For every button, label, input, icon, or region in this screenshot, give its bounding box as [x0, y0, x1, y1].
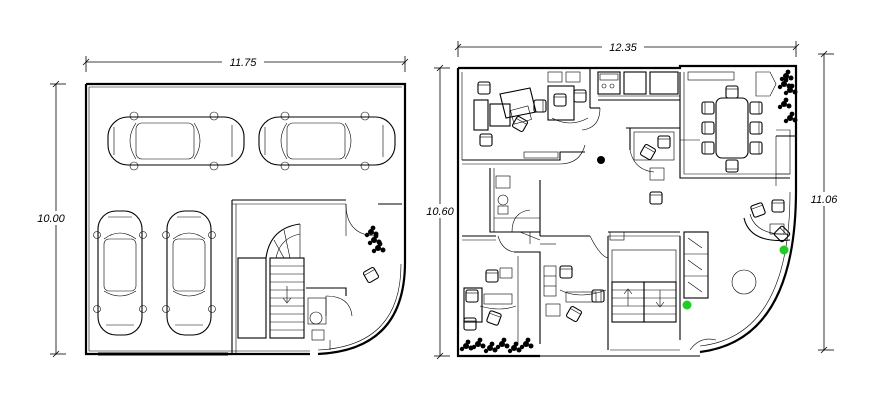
right-width-label: 12.35	[609, 42, 637, 54]
restroom	[489, 168, 541, 244]
marker-dot	[779, 245, 789, 255]
right-height-right-dimension: 11.06	[802, 50, 846, 354]
plant-icon	[777, 69, 798, 124]
left-width-label: 11.75	[230, 57, 258, 69]
reception-desk	[743, 199, 792, 244]
lower-left-office	[462, 235, 541, 344]
left-plan: 11.75 10.00	[31, 56, 409, 358]
right-height-right-label: 11.06	[811, 194, 839, 206]
meeting-room	[679, 71, 791, 179]
kitchen-block	[597, 71, 680, 101]
right-height-left-dimension: 10.60	[418, 64, 462, 360]
plant-icon	[459, 337, 534, 354]
waiting-area	[683, 231, 757, 351]
arrow-down-icon	[655, 301, 665, 308]
right-height-left-label: 10.60	[426, 206, 454, 218]
lower-middle-office	[540, 235, 609, 323]
plant-icon	[364, 225, 386, 254]
chair-icon	[362, 266, 380, 284]
marker-dot	[682, 300, 692, 310]
left-staircase	[237, 223, 305, 339]
top-left-office-furniture	[473, 71, 589, 159]
car-icon	[258, 111, 396, 171]
car-icon	[161, 210, 217, 336]
right-width-dimension: 12.35	[454, 41, 800, 57]
car-icon	[92, 210, 148, 336]
left-height-dimension: 10.00	[31, 80, 73, 358]
arrow-up-icon	[623, 288, 633, 295]
left-width-dimension: 11.75	[82, 56, 409, 72]
middle-office	[597, 127, 680, 205]
right-plan: 12.35 10.60 11.06	[418, 41, 846, 360]
left-height-label: 10.00	[37, 213, 65, 225]
arrow-down-icon	[282, 297, 292, 304]
car-icon	[107, 111, 245, 171]
right-staircase	[607, 231, 681, 350]
